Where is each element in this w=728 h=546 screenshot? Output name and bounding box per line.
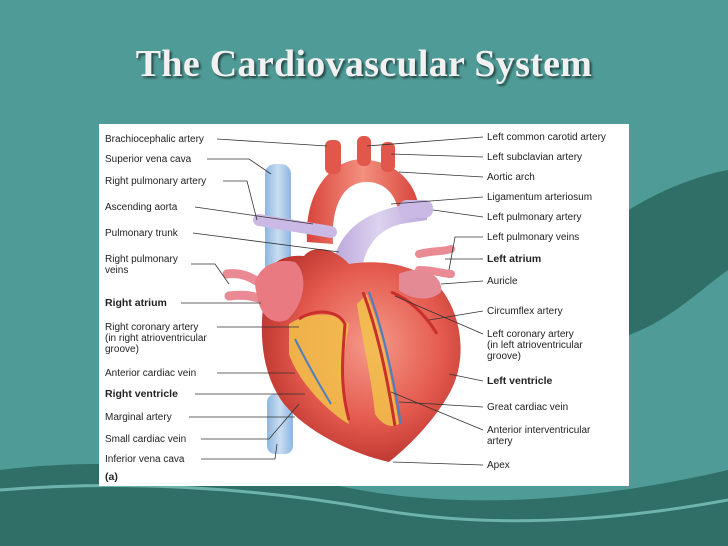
- label-superior-vena-cava: Superior vena cava: [105, 154, 192, 165]
- leader-asc-aorta: [194, 206, 314, 225]
- right-atrium: [255, 260, 304, 322]
- left-auricle: [399, 270, 442, 299]
- label-anterior-interventricular-artery-1: Anterior interventricular: [487, 425, 591, 436]
- label-left-subclavian-artery: Left subclavian artery: [487, 152, 582, 163]
- label-right-coronary-artery-2: (in right atrioventricular: [105, 333, 207, 344]
- label-small-cardiac-vein: Small cardiac vein: [105, 434, 186, 445]
- leader-svc: [207, 158, 272, 175]
- leader-pulm-trunk: [192, 232, 340, 253]
- leader-arch: [398, 171, 484, 178]
- small-cardiac-vein: [294, 338, 332, 405]
- left-labels: Brachiocephalic artery Superior vena cav…: [105, 134, 207, 483]
- left-pulmonary-veins: [415, 245, 455, 278]
- label-apex: Apex: [487, 460, 510, 471]
- label-left-pulmonary-artery: Left pulmonary artery: [487, 212, 582, 223]
- label-marginal-artery: Marginal artery: [105, 412, 172, 423]
- leader-lines: [181, 136, 484, 466]
- leader-lca: [394, 295, 484, 335]
- leader-lv: [448, 373, 484, 382]
- label-anterior-cardiac-vein: Anterior cardiac vein: [105, 368, 196, 379]
- left-common-carotid-artery: [357, 136, 371, 166]
- label-anterior-interventricular-artery-2: artery: [487, 436, 513, 447]
- background-wave-right: [629, 170, 728, 335]
- label-circumflex-artery: Circumflex artery: [487, 306, 563, 317]
- right-pulmonary-artery: [253, 214, 337, 238]
- label-right-pulmonary-artery: Right pulmonary artery: [105, 176, 206, 187]
- label-left-ventricle: Left ventricle: [487, 375, 553, 387]
- left-subclavian-artery: [381, 142, 395, 172]
- leader-lig: [390, 196, 484, 205]
- leader-circumflex: [428, 310, 484, 321]
- left-pulmonary-artery: [399, 200, 433, 218]
- inferior-vena-cava: [267, 394, 293, 454]
- leader-apex: [392, 461, 484, 466]
- label-aortic-arch: Aortic arch: [487, 172, 535, 183]
- label-auricle: Auricle: [487, 276, 518, 287]
- label-left-common-carotid-artery: Left common carotid artery: [487, 132, 606, 143]
- anterior-interventricular-artery: [361, 291, 397, 427]
- label-brachiocephalic-artery: Brachiocephalic artery: [105, 134, 204, 145]
- label-right-pulmonary-veins-2: veins: [105, 265, 128, 276]
- leader-rpa: [223, 180, 258, 221]
- leader-aiv: [390, 391, 484, 431]
- label-ligamentum-arteriosum: Ligamentum arteriosum: [487, 192, 592, 203]
- heart-anatomy-figure: Brachiocephalic artery Superior vena cav…: [99, 124, 629, 486]
- coronary-fat: [289, 314, 349, 424]
- panel-label: (a): [105, 471, 118, 483]
- label-inferior-vena-cava: Inferior vena cava: [105, 454, 185, 465]
- label-right-coronary-artery-1: Right coronary artery: [105, 322, 198, 333]
- leader-scv: [201, 403, 300, 440]
- leader-lcca: [366, 136, 484, 147]
- brachiocephalic-artery: [325, 140, 341, 174]
- label-right-ventricle: Right ventricle: [105, 388, 178, 400]
- leader-auricle: [440, 280, 484, 285]
- label-left-pulmonary-veins: Left pulmonary veins: [487, 232, 579, 243]
- right-coronary-artery: [298, 310, 351, 421]
- leader-lpv: [448, 236, 483, 271]
- leader-brachiocephalic: [216, 138, 328, 147]
- leader-rpv: [191, 263, 230, 285]
- leader-lpa: [432, 209, 484, 218]
- circumflex-artery: [390, 290, 439, 335]
- leader-gcv: [398, 401, 484, 408]
- label-ascending-aorta: Ascending aorta: [105, 202, 178, 213]
- leader-ivc: [201, 443, 278, 460]
- heart-illustration: Brachiocephalic artery Superior vena cav…: [105, 132, 606, 483]
- pulmonary-trunk: [331, 202, 427, 282]
- label-left-coronary-artery-1: Left coronary artery: [487, 329, 574, 340]
- label-pulmonary-trunk: Pulmonary trunk: [105, 228, 179, 239]
- aortic-arch: [306, 159, 419, 244]
- label-right-coronary-artery-3: groove): [105, 344, 139, 355]
- label-right-pulmonary-veins-1: Right pulmonary: [105, 254, 178, 265]
- label-left-coronary-artery-2: (in left atrioventricular: [487, 340, 583, 351]
- great-cardiac-vein: [367, 291, 403, 425]
- label-left-coronary-artery-3: groove): [487, 351, 521, 362]
- right-labels: Left common carotid artery Left subclavi…: [487, 132, 606, 471]
- label-left-atrium: Left atrium: [487, 253, 541, 265]
- leader-lsa: [390, 153, 484, 158]
- label-great-cardiac-vein: Great cardiac vein: [487, 402, 568, 413]
- slide-title: The Cardiovascular System: [135, 43, 593, 85]
- label-right-atrium: Right atrium: [105, 297, 167, 309]
